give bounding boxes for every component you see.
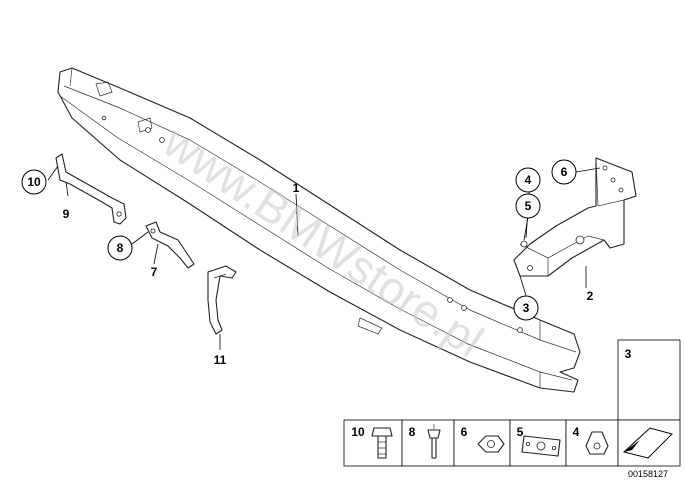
cage-nut-icon	[585, 431, 609, 455]
legend-label: 6	[461, 425, 468, 439]
callout-7-label: 7	[151, 265, 158, 279]
callout-6: 6	[551, 159, 577, 185]
callout-2-label: 2	[587, 289, 594, 303]
mount-bracket-drawing	[513, 157, 637, 277]
callout-11-label: 11	[214, 353, 227, 367]
legend-label: 5	[517, 425, 524, 439]
inset-3-label: 3	[625, 347, 632, 361]
bumper-carrier-drawing	[57, 67, 581, 393]
callout-10: 10	[21, 169, 47, 195]
reference-number: 00158127	[628, 469, 668, 479]
callout-8: 8	[107, 235, 133, 261]
legend-cell	[401, 419, 455, 467]
bracket-9-drawing	[55, 153, 127, 225]
bracket-7-drawing	[145, 221, 195, 269]
callout-9-label: 9	[63, 207, 70, 221]
callout-label: 6	[561, 165, 568, 179]
watermark: www.BMWstore.pl	[154, 115, 493, 367]
clamp-11-drawing	[207, 265, 237, 335]
callout-label: 4	[525, 173, 532, 187]
arrow-icon	[622, 427, 673, 459]
legend-label: 10	[351, 425, 365, 439]
inset-bolt-3: 3	[617, 339, 681, 421]
hex-nut-icon	[477, 435, 505, 453]
callout-1-label: 1	[293, 181, 300, 195]
callout-label: 10	[27, 175, 41, 189]
rivet-icon	[427, 424, 441, 459]
callout-4: 4	[515, 167, 541, 193]
legend-cell	[453, 419, 511, 467]
callout-label: 5	[525, 199, 532, 213]
legend-label: 8	[409, 425, 416, 439]
callout-3: 3	[513, 295, 539, 321]
legend-label: 4	[573, 425, 580, 439]
callout-label: 8	[117, 241, 124, 255]
callout-label: 3	[523, 301, 530, 315]
fastener-legend: 10 8 6 5 4	[343, 419, 681, 467]
callout-5: 5	[515, 193, 541, 219]
plate-nut-icon	[521, 435, 561, 457]
hex-bolt-icon	[371, 427, 393, 459]
